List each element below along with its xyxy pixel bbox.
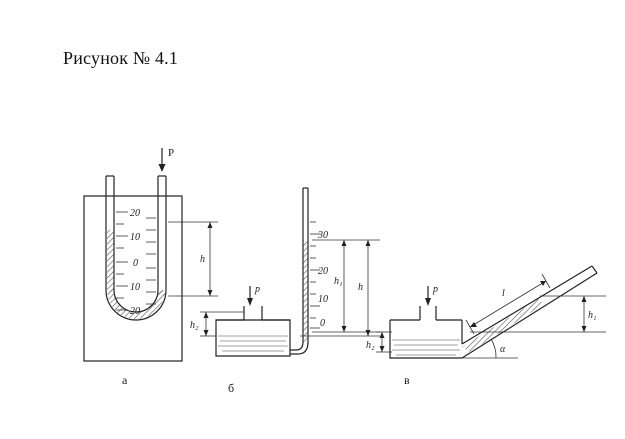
pressure-label-c: р — [432, 284, 438, 295]
vertical-tube-outer — [290, 188, 304, 351]
vessel-c-liquid — [392, 339, 460, 356]
vertical-tick-label: 20 — [318, 266, 328, 277]
vertical-tick-label: 0 — [320, 318, 325, 329]
figure-title: Рисунок № 4.1 — [63, 48, 179, 68]
h2-label: h₂ — [190, 320, 199, 331]
u-tube-tick-label: 20 — [130, 208, 140, 219]
caption-a: а — [122, 373, 128, 387]
l-dimension-line — [469, 280, 547, 328]
vertical-scale: 30 20 10 0 — [310, 221, 328, 329]
inclined-tube-upper — [461, 265, 593, 345]
h-label: h — [200, 254, 205, 265]
h1-label-c: h₁ — [588, 310, 596, 321]
alpha-arc — [490, 338, 497, 359]
u-tube-tick-label: 20 — [130, 306, 140, 317]
u-tube-scale: 20 10 0 10 20 — [116, 208, 156, 317]
vertical-tick-label: 30 — [317, 230, 328, 241]
vertical-tube-liquid — [303, 240, 308, 344]
u-tube-tick-label: 10 — [130, 232, 140, 243]
pressure-label-b: р — [254, 284, 260, 295]
h1-label: h₁ — [334, 276, 342, 287]
alpha-label: α — [500, 344, 506, 355]
vessel-b-liquid — [218, 335, 288, 352]
vessel-b — [215, 319, 291, 357]
inclined-manometer: р l h₁ h₂ α в — [366, 265, 606, 387]
vertical-tick-label: 10 — [318, 294, 328, 305]
h-label-b: h — [358, 282, 363, 293]
caption-c: в — [404, 373, 410, 387]
u-tube-board — [83, 195, 183, 362]
inclined-tube-liquid — [462, 299, 544, 352]
u-tube-manometer: 20 10 0 10 20 P h а — [83, 147, 218, 387]
pressure-label: P — [168, 147, 174, 159]
vertical-piezometer: 30 20 10 0 р h₁ h h₂ б — [190, 187, 380, 395]
u-tube-liquid-bend — [107, 290, 165, 319]
u-tube-tick-label: 0 — [133, 258, 138, 269]
h2-label-c: h₂ — [366, 340, 375, 351]
u-tube-liquid-left — [107, 230, 114, 292]
l-label: l — [502, 288, 505, 299]
u-tube-outer — [105, 176, 167, 321]
vertical-tube-inner — [290, 188, 309, 355]
vessel-c — [389, 320, 462, 359]
inclined-tube-lower — [461, 272, 598, 359]
u-tube-tick-label: 10 — [130, 282, 140, 293]
caption-b: б — [228, 381, 234, 395]
